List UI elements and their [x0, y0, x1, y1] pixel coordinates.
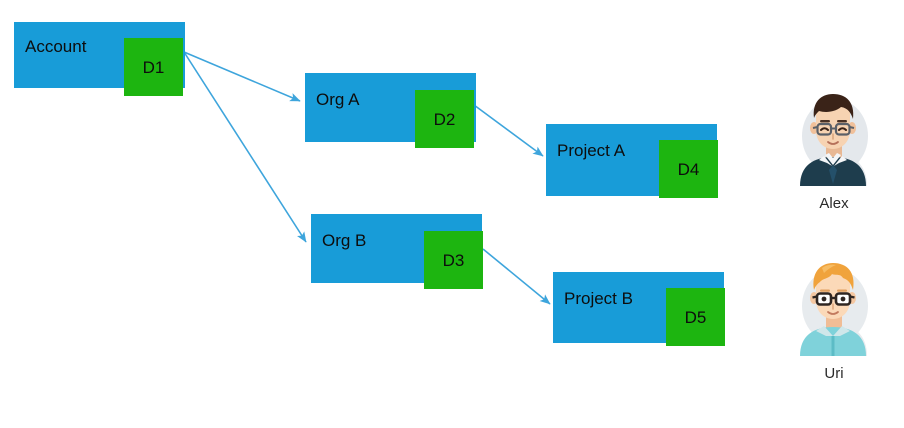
node-account-label: Account — [25, 37, 87, 56]
node-org-a[interactable]: Org A D2 — [305, 73, 476, 149]
person-uri[interactable]: Uri — [786, 260, 882, 381]
chip-d2[interactable]: D2 — [415, 90, 474, 148]
edge-org-a-to-project-a — [473, 104, 544, 157]
node-account[interactable]: Account D1 — [14, 22, 185, 96]
chip-d3[interactable]: D3 — [424, 231, 483, 289]
edge-account-to-org-a — [183, 51, 301, 102]
node-project-b[interactable]: Project B D5 — [553, 272, 725, 348]
chip-d3-label: D3 — [442, 250, 465, 270]
person-uri-name: Uri — [824, 365, 844, 382]
edge-org-b-to-project-b — [482, 248, 551, 305]
chip-d1[interactable]: D1 — [124, 38, 183, 96]
node-project-b-label: Project B — [564, 289, 633, 308]
chip-d2-label: D2 — [433, 109, 456, 129]
chip-d5-label: D5 — [684, 307, 707, 327]
person-alex-name: Alex — [819, 195, 849, 212]
chip-d1-label: D1 — [142, 57, 165, 77]
node-org-b[interactable]: Org B D3 — [311, 214, 483, 290]
node-org-a-label: Org A — [316, 90, 360, 109]
chip-d4[interactable]: D4 — [659, 140, 718, 198]
node-project-a[interactable]: Project A D4 — [546, 124, 718, 200]
node-org-b-label: Org B — [322, 231, 367, 250]
node-project-a-label: Project A — [557, 141, 626, 160]
man-with-glasses-dark-hair-avatar — [800, 94, 868, 186]
person-alex[interactable]: Alex — [786, 90, 882, 211]
chip-d4-label: D4 — [677, 159, 700, 179]
chip-d5[interactable]: D5 — [666, 288, 725, 346]
edge-account-to-org-b — [183, 51, 307, 243]
man-with-glasses-blond-hair-avatar — [800, 263, 868, 356]
